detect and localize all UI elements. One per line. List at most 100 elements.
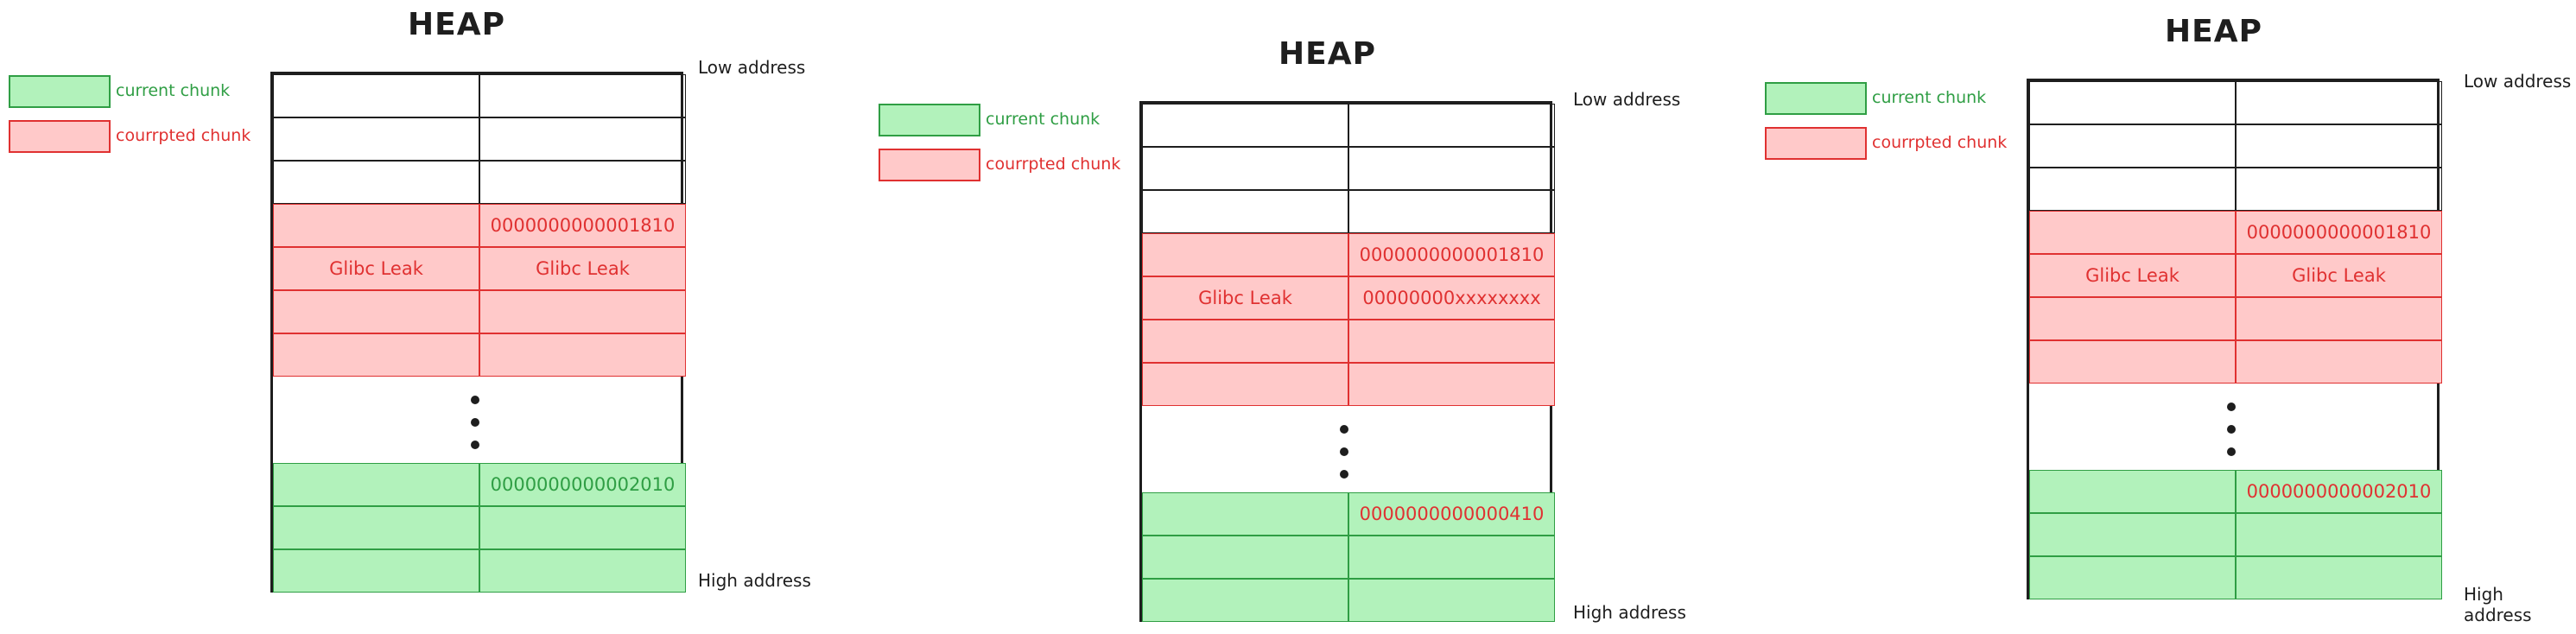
corrupted-chunk-row <box>273 290 686 333</box>
ellipsis-dot <box>2227 425 2236 434</box>
current-chunk-row: 0000000000002010 <box>273 463 686 506</box>
heap-cell-right <box>479 290 686 333</box>
heap-title: HEAP <box>2165 14 2262 49</box>
legend-current-label: current chunk <box>116 81 231 100</box>
heap-row <box>273 161 686 204</box>
legend-corrupted-swatch <box>9 120 111 153</box>
ellipsis-dot <box>471 396 479 404</box>
heap-cell-right <box>2236 168 2442 211</box>
corrupted-chunk-row <box>2029 297 2442 340</box>
legend-corrupted-label: courrpted chunk <box>116 126 251 145</box>
heap-cell-right <box>2236 340 2442 384</box>
heap-cell-right <box>479 333 686 377</box>
heap-cell-left <box>1142 320 1348 363</box>
heap-cell-right: 0000000000002010 <box>479 463 686 506</box>
ellipsis-dot <box>1340 447 1348 456</box>
heap-row <box>273 117 686 161</box>
current-chunk-row <box>2029 556 2442 599</box>
heap-cell-right: 0000000000001810 <box>1348 233 1555 276</box>
heap-row <box>2029 81 2442 124</box>
corrupted-chunk-row <box>2029 340 2442 384</box>
heap-cell-right: Glibc Leak <box>479 247 686 290</box>
current-chunk-row <box>1142 536 1555 579</box>
heap-cell-left <box>273 290 479 333</box>
heap-cell-left <box>273 549 479 593</box>
heap-cell-right <box>479 549 686 593</box>
heap-cell-right <box>2236 124 2442 168</box>
corrupted-chunk-row: 0000000000001810 <box>2029 211 2442 254</box>
current-chunk-row: 0000000000002010 <box>2029 470 2442 513</box>
heap-cell-left: Glibc Leak <box>273 247 479 290</box>
heap-cell-left <box>273 74 479 117</box>
legend-current-label: current chunk <box>986 110 1101 129</box>
high-address-label: High address <box>1573 602 1686 623</box>
heap-cell-right <box>479 117 686 161</box>
heap-cell-right <box>2236 556 2442 599</box>
heap-cell-left <box>273 506 479 549</box>
heap-cell-right: 00000000xxxxxxxx <box>1348 276 1555 320</box>
heap-cell-left <box>273 117 479 161</box>
heap-cell-left <box>1142 147 1348 190</box>
heap-cell-left <box>2029 168 2236 211</box>
heap-cell-left <box>1142 104 1348 147</box>
current-chunk-row <box>2029 513 2442 556</box>
legend-current-label: current chunk <box>1872 88 1987 107</box>
heap-cell-right: 0000000000000410 <box>1348 492 1555 536</box>
low-address-label: Low address <box>2464 71 2572 92</box>
heap-cell-left <box>2029 124 2236 168</box>
ellipsis-dot <box>1340 470 1348 479</box>
heap-gap-ellipsis <box>2029 384 2437 470</box>
low-address-label: Low address <box>1573 89 1681 110</box>
legend-corrupted-label: courrpted chunk <box>986 155 1121 174</box>
heap-cell-left <box>1142 579 1348 622</box>
legend-current-swatch <box>9 75 111 108</box>
current-chunk-row <box>273 549 686 593</box>
corrupted-chunk-row: 0000000000001810 <box>273 204 686 247</box>
high-address-label: High address <box>698 570 811 591</box>
heap-cell-left <box>2029 340 2236 384</box>
heap-cell-left <box>2029 81 2236 124</box>
heap-cell-right: 0000000000001810 <box>479 204 686 247</box>
ellipsis-dot <box>2227 447 2236 456</box>
heap-cell-left <box>2029 211 2236 254</box>
heap-cell-left <box>1142 190 1348 233</box>
heap-cell-left <box>1142 363 1348 406</box>
heap-cell-right <box>1348 320 1555 363</box>
heap-cell-right <box>2236 513 2442 556</box>
legend-corrupted-swatch <box>1765 127 1867 160</box>
ellipsis-dot <box>471 441 479 449</box>
heap-cell-right <box>1348 579 1555 622</box>
heap-cell-left: Glibc Leak <box>2029 254 2236 297</box>
corrupted-chunk-row <box>273 333 686 377</box>
legend-current-swatch <box>879 104 980 136</box>
heap-cell-left <box>2029 556 2236 599</box>
heap-cell-right <box>479 506 686 549</box>
ellipsis-dot <box>471 418 479 427</box>
heap-row <box>1142 190 1555 233</box>
corrupted-chunk-row <box>1142 363 1555 406</box>
heap-cell-right <box>1348 536 1555 579</box>
heap-cell-left <box>2029 513 2236 556</box>
heap-cell-right <box>1348 190 1555 233</box>
heap-cell-right: 0000000000001810 <box>2236 211 2442 254</box>
current-chunk-row <box>1142 579 1555 622</box>
heap-cell-left <box>273 463 479 506</box>
heap-cell-left <box>1142 536 1348 579</box>
current-chunk-row <box>273 506 686 549</box>
high-address-label: High address <box>2464 584 2532 625</box>
current-chunk-row: 0000000000000410 <box>1142 492 1555 536</box>
ellipsis-dot <box>1340 425 1348 434</box>
heap-cell-right <box>1348 104 1555 147</box>
heap-row <box>2029 168 2442 211</box>
heap-gap-ellipsis <box>273 377 681 463</box>
heap-cell-right <box>479 161 686 204</box>
heap-row <box>2029 124 2442 168</box>
heap-row <box>273 74 686 117</box>
heap-cell-left: Glibc Leak <box>1142 276 1348 320</box>
heap-cell-right <box>1348 147 1555 190</box>
